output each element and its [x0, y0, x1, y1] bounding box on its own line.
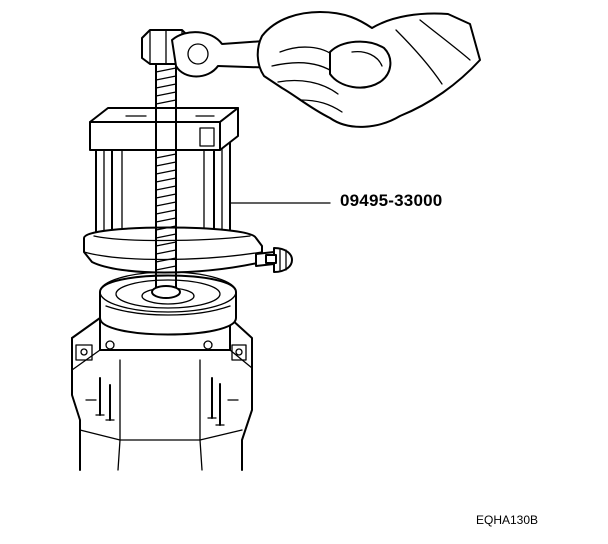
hand-icon	[256, 11, 481, 128]
wrench-icon	[141, 29, 281, 78]
figure-code-label: EQHA130B	[476, 513, 539, 527]
transaxle-housing-icon	[71, 317, 253, 471]
forcing-screw-icon	[151, 61, 181, 299]
bearing-puller-icon	[83, 107, 331, 274]
part-number-label: 09495-33000	[340, 191, 443, 210]
bearing-icon	[99, 271, 237, 336]
